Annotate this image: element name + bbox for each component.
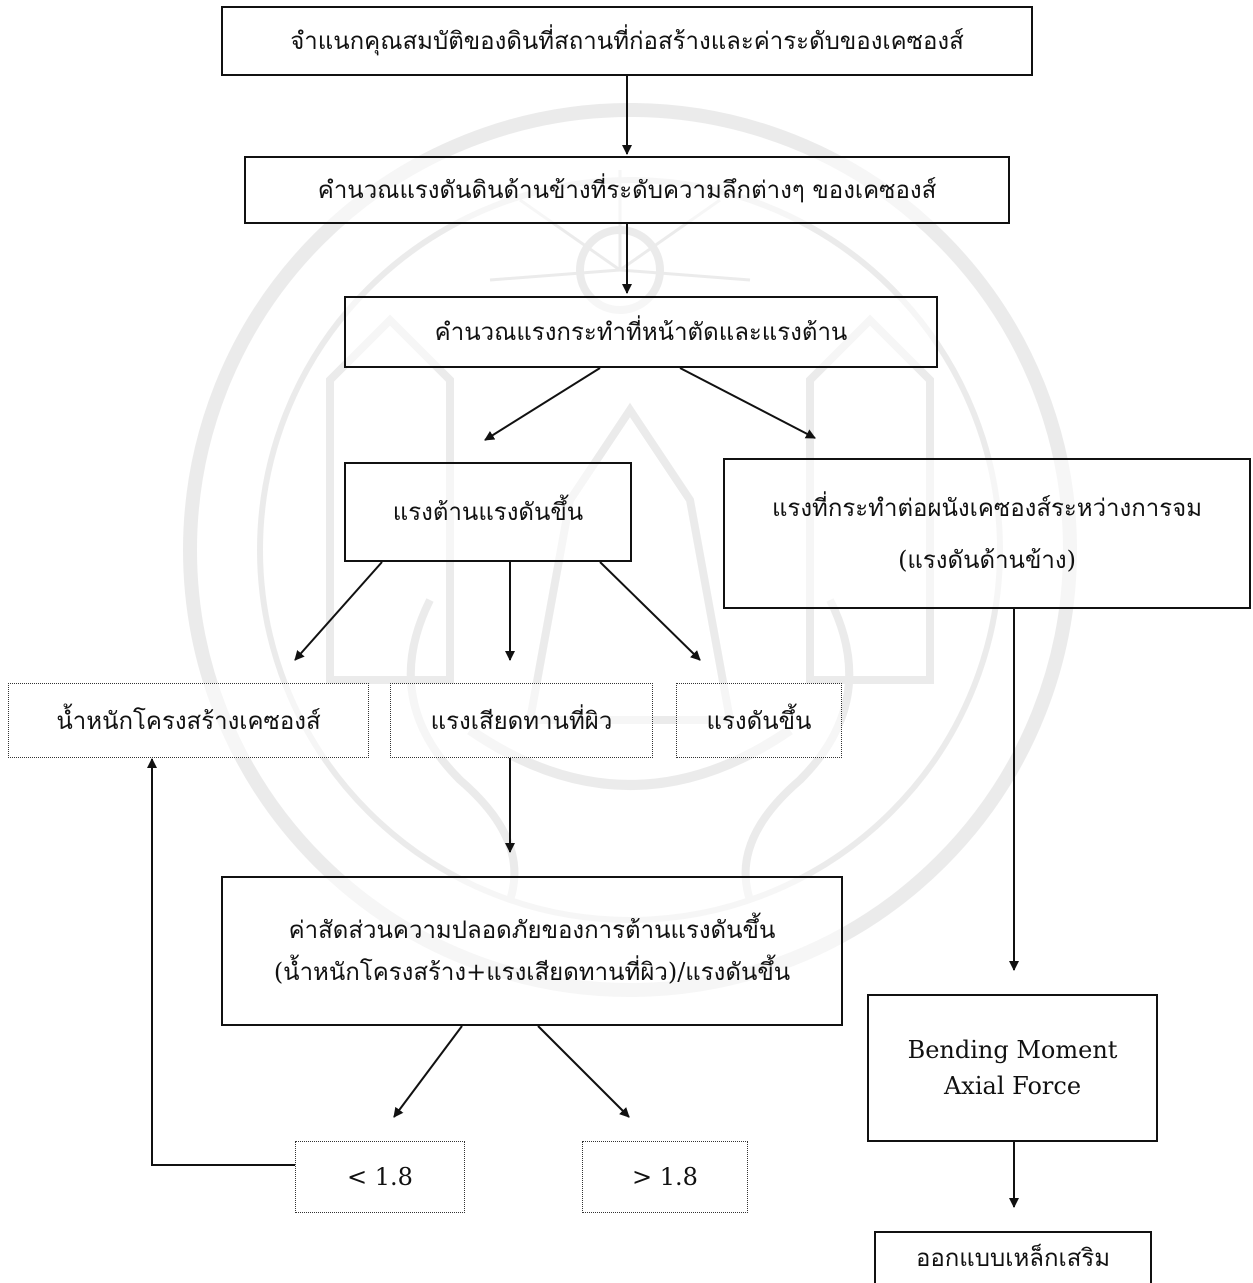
reinforcement-box: ออกแบบเหล็กเสริม <box>874 1231 1152 1283</box>
uplift-resistance-text: แรงต้านแรงดันขึ้น <box>392 498 584 526</box>
uplift-resistance-box: แรงต้านแรงดันขึ้น <box>344 462 632 562</box>
arrow-safety-to-less <box>393 1025 463 1118</box>
skin-friction-text: แรงเสียดทานที่ผิว <box>430 706 613 735</box>
caisson-weight-box: น้ำหนักโครงสร้างเคซองส์ <box>8 683 369 758</box>
wall-forces-text-line2: (แรงดันด้านข้าง) <box>898 545 1076 574</box>
moment-axial-box: Bending Moment Axial Force <box>867 994 1158 1142</box>
greater-than-box: > 1.8 <box>582 1141 748 1213</box>
arrow-section-to-wall-forces <box>679 367 816 439</box>
lateral-pressure-text: คำนวณแรงดันดินด้านข้างที่ระดับความลึกต่า… <box>317 176 937 204</box>
lateral-pressure-box: คำนวณแรงดันดินด้านข้างที่ระดับความลึกต่า… <box>244 156 1010 224</box>
arrow-safety-to-greater <box>537 1025 630 1118</box>
safety-factor-text-line1: ค่าสัดส่วนความปลอดภัยของการต้านแรงดันขึ้… <box>288 916 776 944</box>
classify-soil-text: จำแนกคุณสมบัติของดินที่สถานที่ก่อสร้างแล… <box>290 27 964 55</box>
moment-text-line1: Bending Moment <box>907 1036 1118 1064</box>
arrow-loop-less-to-weight <box>147 758 295 1166</box>
section-forces-text: คำนวณแรงกระทำที่หน้าตัดและแรงต้าน <box>434 318 848 346</box>
uplift-text: แรงดันขึ้น <box>706 706 812 735</box>
moment-text-line2: Axial Force <box>943 1072 1082 1100</box>
safety-factor-text-line2: (น้ำหนักโครงสร้าง+แรงเสียดทานที่ผิว)/แรง… <box>273 958 791 986</box>
less-than-box: < 1.8 <box>295 1141 465 1213</box>
arrow-resistance-to-weight <box>294 561 383 661</box>
skin-friction-box: แรงเสียดทานที่ผิว <box>390 683 653 758</box>
arrow-section-to-uplift-resistance <box>484 367 601 441</box>
wall-forces-box: แรงที่กระทำต่อผนังเคซองส์ระหว่างการจม (แ… <box>723 458 1251 609</box>
caisson-weight-text: น้ำหนักโครงสร้างเคซองส์ <box>56 706 321 735</box>
uplift-box: แรงดันขึ้น <box>676 683 842 758</box>
section-forces-box: คำนวณแรงกระทำที่หน้าตัดและแรงต้าน <box>344 296 938 368</box>
safety-factor-box: ค่าสัดส่วนความปลอดภัยของการต้านแรงดันขึ้… <box>221 876 843 1026</box>
less-than-text: < 1.8 <box>347 1163 413 1191</box>
greater-than-text: > 1.8 <box>632 1163 698 1191</box>
classify-soil-box: จำแนกคุณสมบัติของดินที่สถานที่ก่อสร้างแล… <box>221 6 1033 76</box>
arrow-resistance-to-uplift <box>599 561 701 661</box>
reinforcement-text: ออกแบบเหล็กเสริม <box>915 1244 1111 1272</box>
wall-forces-text-line1: แรงที่กระทำต่อผนังเคซองส์ระหว่างการจม <box>771 493 1203 522</box>
